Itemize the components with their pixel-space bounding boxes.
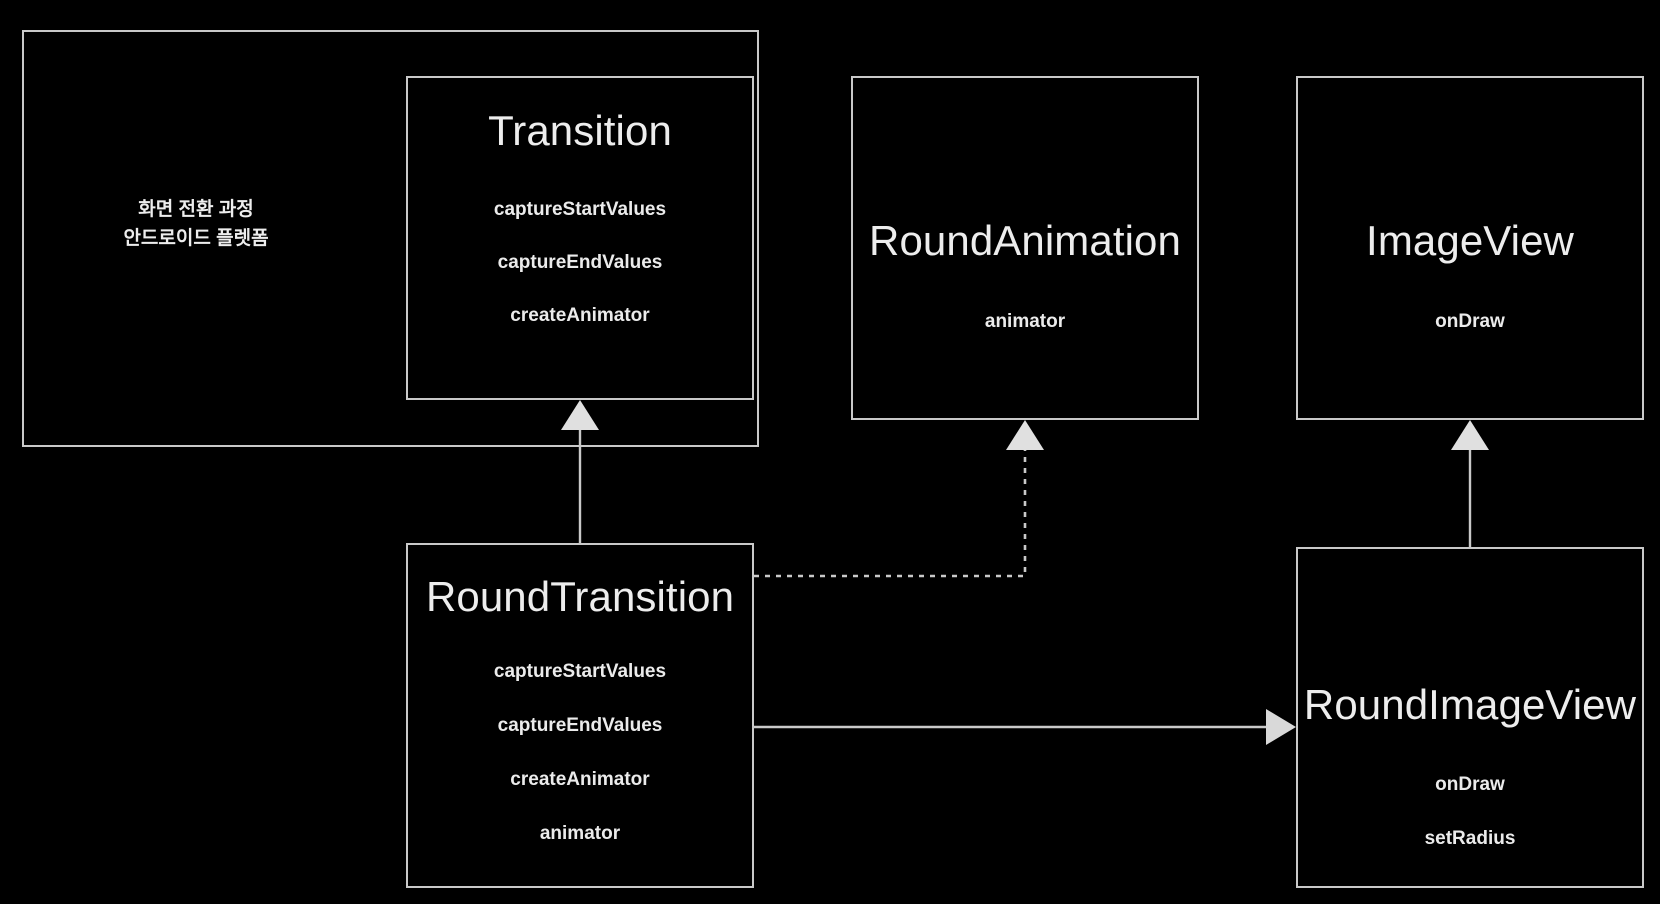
member-item: captureEndValues — [497, 252, 663, 273]
connector-round-transition-to-round-animation — [754, 420, 1044, 578]
class-box-image-view[interactable]: ImageView onDraw — [1296, 76, 1644, 420]
platform-note-line-1: 화면 전환 과정 — [138, 199, 254, 220]
member-list-transition: captureStartValues captureEndValues crea… — [494, 199, 666, 327]
member-list-round-transition: captureStartValues captureEndValues crea… — [494, 661, 666, 845]
class-title-round-image-view: RoundImageView — [1303, 681, 1637, 728]
class-title-round-transition: RoundTransition — [425, 573, 735, 620]
connector-round-image-view-to-image-view — [1451, 420, 1489, 547]
class-title-round-animation: RoundAnimation — [869, 217, 1181, 264]
member-item: createAnimator — [510, 769, 650, 790]
platform-group-container — [22, 30, 759, 447]
arrowhead-icon — [1266, 709, 1296, 745]
platform-note: 화면 전환 과정 안드로이드 플렛폼 — [106, 195, 286, 254]
class-box-round-animation[interactable]: RoundAnimation animator — [851, 76, 1199, 420]
member-item: captureEndValues — [497, 715, 663, 736]
triangle-arrowhead-icon — [1451, 420, 1489, 450]
member-item: createAnimator — [510, 305, 650, 326]
platform-note-line-2: 안드로이드 플렛폼 — [123, 228, 269, 250]
dependency-line-round-transition-round-animation — [754, 448, 1027, 578]
member-item: animator — [984, 311, 1066, 332]
member-list-image-view: onDraw — [1435, 311, 1505, 333]
class-box-round-image-view[interactable]: RoundImageView onDraw setRadius — [1296, 547, 1644, 888]
class-title-transition: Transition — [488, 107, 672, 154]
member-item: setRadius — [1424, 828, 1516, 849]
member-list-round-image-view: onDraw setRadius — [1425, 774, 1516, 850]
member-item: onDraw — [1435, 774, 1505, 795]
member-item: captureStartValues — [493, 199, 667, 220]
member-item: onDraw — [1435, 311, 1505, 332]
class-title-image-view: ImageView — [1366, 217, 1574, 264]
member-list-round-animation: animator — [985, 311, 1065, 333]
class-box-round-transition[interactable]: RoundTransition captureStartValues captu… — [406, 543, 754, 888]
class-box-transition[interactable]: Transition captureStartValues captureEnd… — [406, 76, 754, 400]
triangle-arrowhead-icon — [1006, 420, 1044, 450]
member-item: captureStartValues — [493, 661, 667, 682]
member-item: animator — [539, 823, 621, 844]
connector-round-transition-to-round-image-view — [754, 709, 1296, 745]
